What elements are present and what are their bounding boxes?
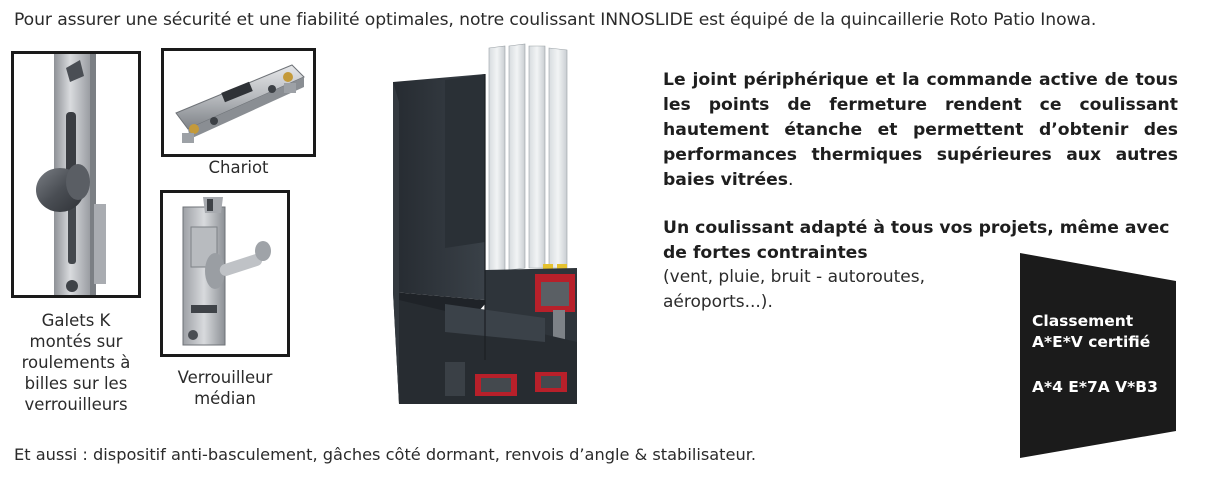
paragraph-1-bold: Le joint périphérique et la commande act… — [663, 70, 1178, 190]
badge-classification-label: Classement A*E*V certifié — [1032, 311, 1150, 353]
badge-rating: A*4 E*7A V*B3 — [1032, 378, 1158, 396]
chariot-caption: Chariot — [208, 158, 269, 177]
galets-caption-line: montés sur — [29, 332, 123, 351]
verrouilleur-illustration — [182, 197, 271, 346]
intro-text: Pour assurer une sécurité et une fiabili… — [14, 10, 1097, 30]
verrouilleur-image — [160, 190, 290, 357]
window-profile-image — [385, 42, 625, 412]
badge-shape — [1020, 253, 1176, 458]
window-profile-illustration — [393, 43, 577, 404]
chariot-image — [161, 48, 316, 157]
galets-caption-line: verrouilleurs — [24, 395, 128, 414]
outro-text: Et aussi : dispositif anti-basculement, … — [14, 445, 757, 464]
galets-k-image — [11, 51, 141, 298]
verrou-caption-line: Verrouilleur — [177, 368, 273, 387]
description-paragraph-1: Le joint périphérique et la commande act… — [663, 68, 1178, 193]
paragraph-1-end: . — [788, 170, 794, 190]
classification-badge: Classement A*E*V certifié A*4 E*7A V*B3 — [1018, 253, 1178, 458]
galets-caption-line: roulements à — [21, 353, 131, 372]
badge-line-2: A*E*V certifié — [1032, 333, 1151, 351]
galets-k-illustration — [36, 54, 106, 295]
galets-k-caption: Galets K montés sur roulements à billes … — [6, 310, 146, 415]
chariot-illustration — [175, 64, 305, 143]
badge-line-1: Classement — [1032, 312, 1134, 330]
description-paragraph-2-title: Un coulissant adapté à tous vos projets,… — [663, 218, 1170, 263]
verrouilleur-caption: Verrouilleur médian — [152, 367, 298, 409]
galets-caption-line: Galets K — [41, 311, 111, 330]
verrou-caption-line: médian — [194, 389, 256, 408]
description-paragraph-2-detail: (vent, pluie, bruit - autoroutes, aéropo… — [663, 267, 925, 312]
galets-caption-line: billes sur les — [24, 374, 128, 393]
